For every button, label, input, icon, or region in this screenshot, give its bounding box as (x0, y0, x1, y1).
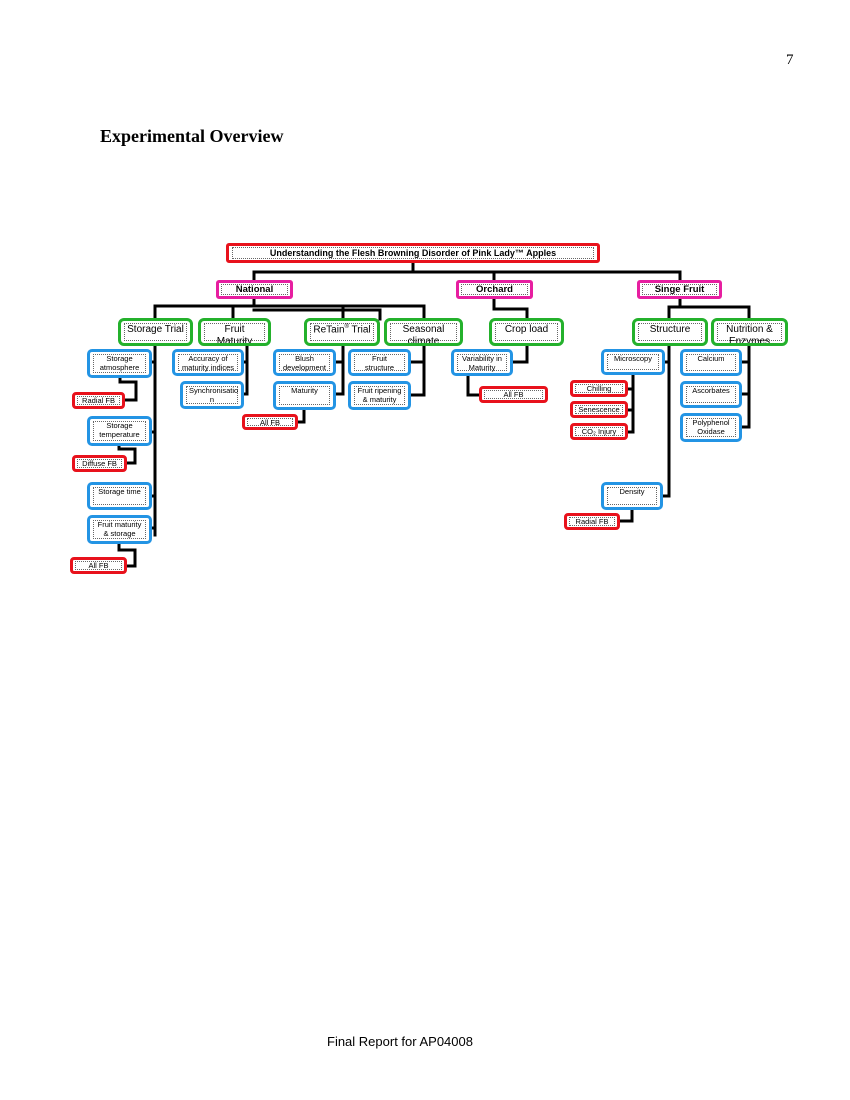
storage-trial-node: Storage Trial (118, 318, 193, 346)
calcium-node: Calcium (680, 349, 742, 376)
maturity-node: Maturity (273, 381, 336, 410)
storage-time-node: Storage time (87, 482, 152, 510)
retain-trial-label: ReTain (313, 324, 345, 336)
chilling-injury-node: Chilling Injury (570, 380, 628, 397)
fruit-maturity-storage-node: Fruit maturity & storage (87, 515, 152, 544)
structure-node: Structure (632, 318, 708, 346)
national-scale-node: National Scale (216, 280, 293, 299)
retain-trial-node: ReTain® Trial (304, 318, 380, 346)
page-footer: Final Report for AP04008 (327, 1034, 473, 1049)
single-fruit-node: Singe Fruit (637, 280, 722, 299)
blush-development-node: Blush development (273, 349, 336, 376)
page-number: 7 (786, 52, 794, 68)
nutrition-enzymes-node: Nutrition & Enzymes (711, 318, 788, 346)
variability-maturity-node: Variability in Maturity (451, 349, 513, 376)
all-fb-node: All FB (70, 557, 127, 574)
microscopy-node: Microscopy (601, 349, 665, 375)
all-fb-node: All FB (479, 386, 548, 403)
synchronisation-node: Synchronisatio n (180, 381, 244, 409)
fruit-ripening-maturity-node: Fruit ripening & maturity (348, 381, 411, 410)
orchard-scale-node: Orchard Scale (456, 280, 533, 299)
section-heading: Experimental Overview (100, 126, 284, 146)
accuracy-maturity-indices-node: Accuracy of maturity indices (172, 349, 244, 376)
all-fb-node: All FB (242, 414, 298, 430)
radial-fb-node: Radial FB (72, 392, 125, 409)
storage-atmosphere-node: Storage atmosphere (87, 349, 152, 378)
crop-load-node: Crop load (489, 318, 564, 346)
registered-mark: ® (344, 324, 349, 330)
storage-temperature-node: Storage temperature (87, 416, 152, 446)
fruit-structure-node: Fruit structure (348, 349, 411, 376)
ascorbates-node: Ascorbates (680, 381, 742, 408)
seasonal-climate-node: Seasonal climate (384, 318, 463, 346)
co2-injury-node: CO₂ Injury (570, 423, 628, 440)
polyphenol-oxidase-node: Polyphenol Oxidase (680, 413, 742, 442)
fruit-maturity-node: Fruit Maturity (198, 318, 271, 346)
radial-fb-node: Radial FB (564, 513, 620, 530)
density-node: Density (601, 482, 663, 510)
diffuse-fb-node: Diffuse FB (72, 455, 127, 472)
senescence-node: Senescence (570, 401, 628, 418)
retain-trial-suffix: Trial (348, 324, 371, 336)
diagram-root-title: Understanding the Flesh Browning Disorde… (226, 243, 600, 263)
